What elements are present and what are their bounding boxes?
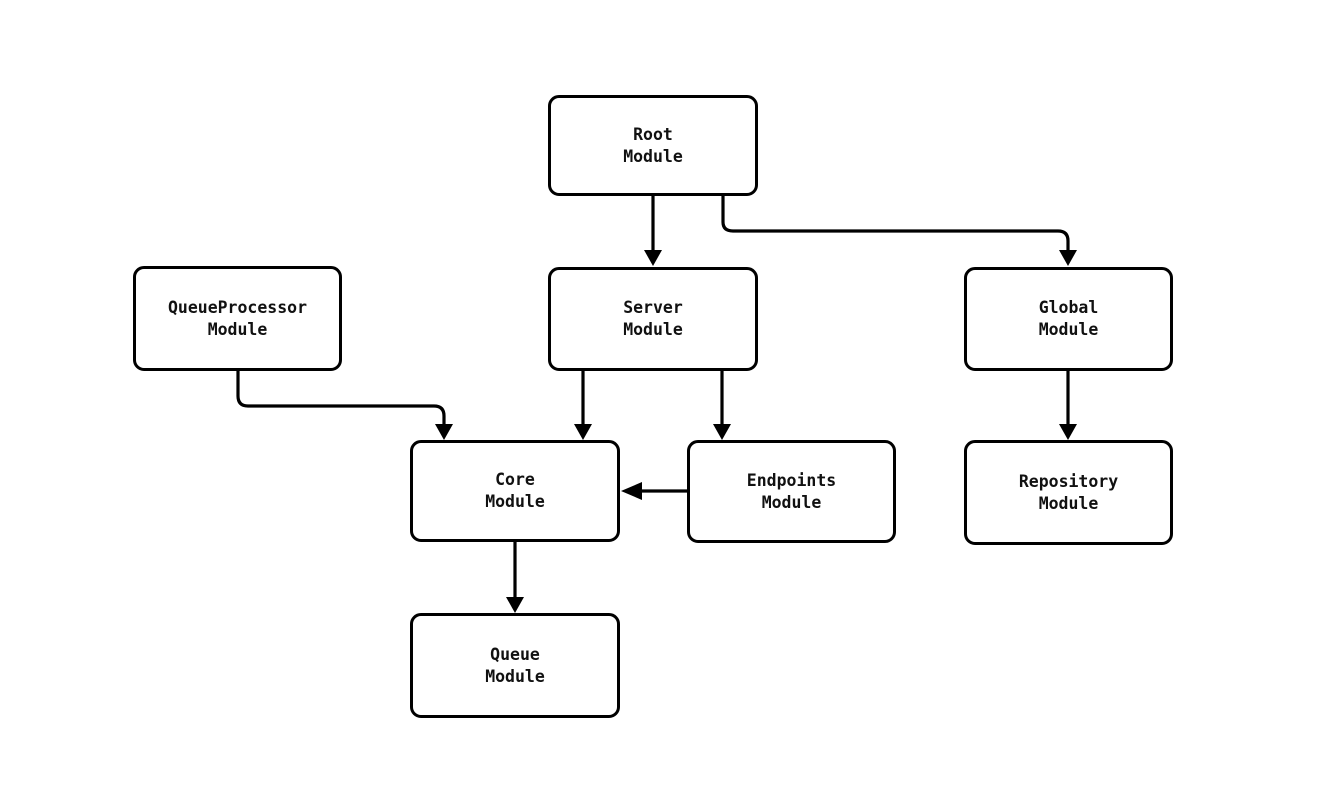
node-label-line1: QueueProcessor [167,297,308,317]
node-label-line1: Core [495,470,535,489]
node-label-line2: Module [1038,320,1099,339]
node-label-line1: Endpoints [746,470,837,490]
node-label-line2: Module [485,492,545,511]
edge-server-to-endpoints [713,371,731,440]
edge-global-to-repository [1059,371,1077,440]
node-queueprocessor-module[interactable]: QueueProcessor Module [133,266,342,371]
node-global-module[interactable]: Global Module [964,267,1173,371]
node-label-line2: Module [761,492,822,512]
edge-queueprocessor-to-core [236,371,453,440]
node-endpoints-module[interactable]: Endpoints Module [687,440,896,543]
edge-core-to-queue [506,542,524,613]
node-root-module[interactable]: Root Module [548,95,758,196]
node-label-line1: Root [633,124,673,144]
node-queue-module[interactable]: Queue Module [410,613,620,718]
node-label-line1: Global [1038,298,1099,317]
node-repository-module[interactable]: Repository Module [964,440,1173,545]
node-label-line2: Module [485,666,545,686]
node-server-module[interactable]: Server Module [548,267,758,371]
edge-root-to-global [721,196,1077,266]
node-label-line2: Module [207,319,268,339]
node-core-module[interactable]: Core Module [410,440,620,542]
node-label-line2: Module [623,146,683,166]
edge-root-to-server [644,196,662,266]
node-label-line1: Queue [490,644,540,664]
edge-server-to-core [574,371,592,440]
node-label-line1: Server [623,298,683,317]
node-label-line1: Repository [1018,471,1119,491]
node-label-line2: Module [1038,493,1099,513]
node-label-line2: Module [623,320,683,339]
edge-endpoints-to-core [621,482,687,500]
